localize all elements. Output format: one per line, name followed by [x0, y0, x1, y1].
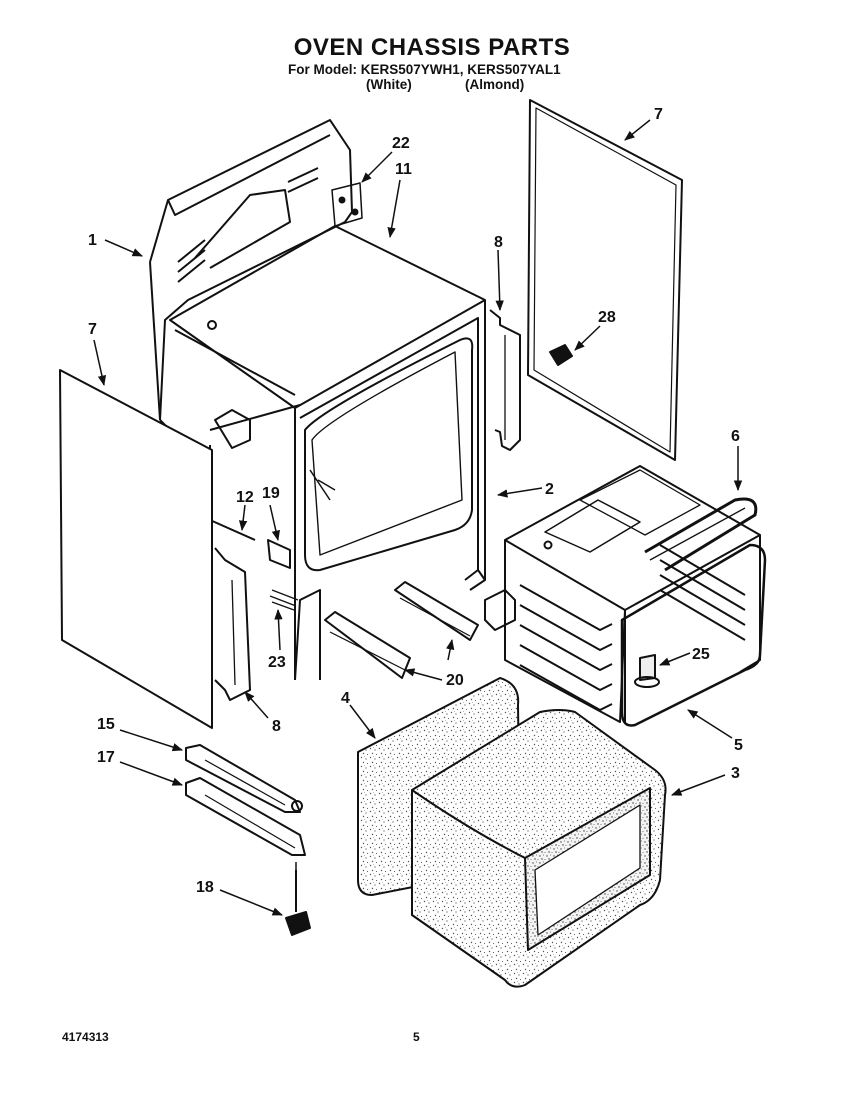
callout-20: 20 [446, 672, 464, 689]
callout-1: 1 [88, 232, 97, 249]
callout-22: 22 [392, 135, 410, 152]
small-hardware-parts-12-19-23 [267, 539, 299, 611]
callout-3: 3 [731, 765, 740, 782]
document-number: 4174313 [62, 1030, 109, 1044]
insulation-front-part-3 [411, 709, 667, 988]
clip-part-28 [549, 344, 573, 366]
callout-17: 17 [97, 749, 115, 766]
page-title: OVEN CHASSIS PARTS [293, 34, 571, 61]
callout-2: 2 [545, 481, 554, 498]
rear-frame-part-1 [149, 119, 363, 421]
oven-cavity-part-5-6 [484, 465, 767, 727]
callout-12: 12 [236, 489, 254, 506]
color-almond-label: (Almond) [465, 77, 525, 92]
side-panel-right-part-7 [527, 99, 683, 461]
callout-7-left: 7 [88, 321, 97, 338]
callout-11: 11 [395, 161, 412, 178]
broiler-rails-part-15-17 [185, 744, 306, 856]
callout-8-lower: 8 [272, 718, 281, 735]
model-line: For Model: KERS507YWH1, KERS507YAL1 [288, 62, 561, 77]
callout-labels: 22 11 7 1 8 28 7 6 2 12 19 25 23 20 8 4 … [88, 106, 743, 896]
callout-18: 18 [196, 879, 214, 896]
callout-23: 23 [268, 654, 286, 671]
side-bracket-part-8-lower [214, 547, 251, 701]
callout-28: 28 [598, 309, 616, 326]
leader-arrows [93, 119, 743, 916]
callout-25: 25 [692, 646, 710, 663]
page-number: 5 [413, 1030, 420, 1044]
rail-brackets-part-20 [324, 581, 479, 679]
callout-15: 15 [97, 716, 115, 733]
color-white-label: (White) [366, 77, 412, 92]
callout-19: 19 [262, 485, 280, 502]
leveling-leg-part-18 [285, 870, 311, 936]
callout-4: 4 [341, 690, 350, 707]
callout-7-right: 7 [654, 106, 663, 123]
side-bracket-part-8-upper [489, 309, 521, 451]
callout-8-upper: 8 [494, 234, 503, 251]
callout-5: 5 [734, 737, 743, 754]
callout-6: 6 [731, 428, 740, 445]
side-panel-left-part-7 [59, 369, 213, 729]
